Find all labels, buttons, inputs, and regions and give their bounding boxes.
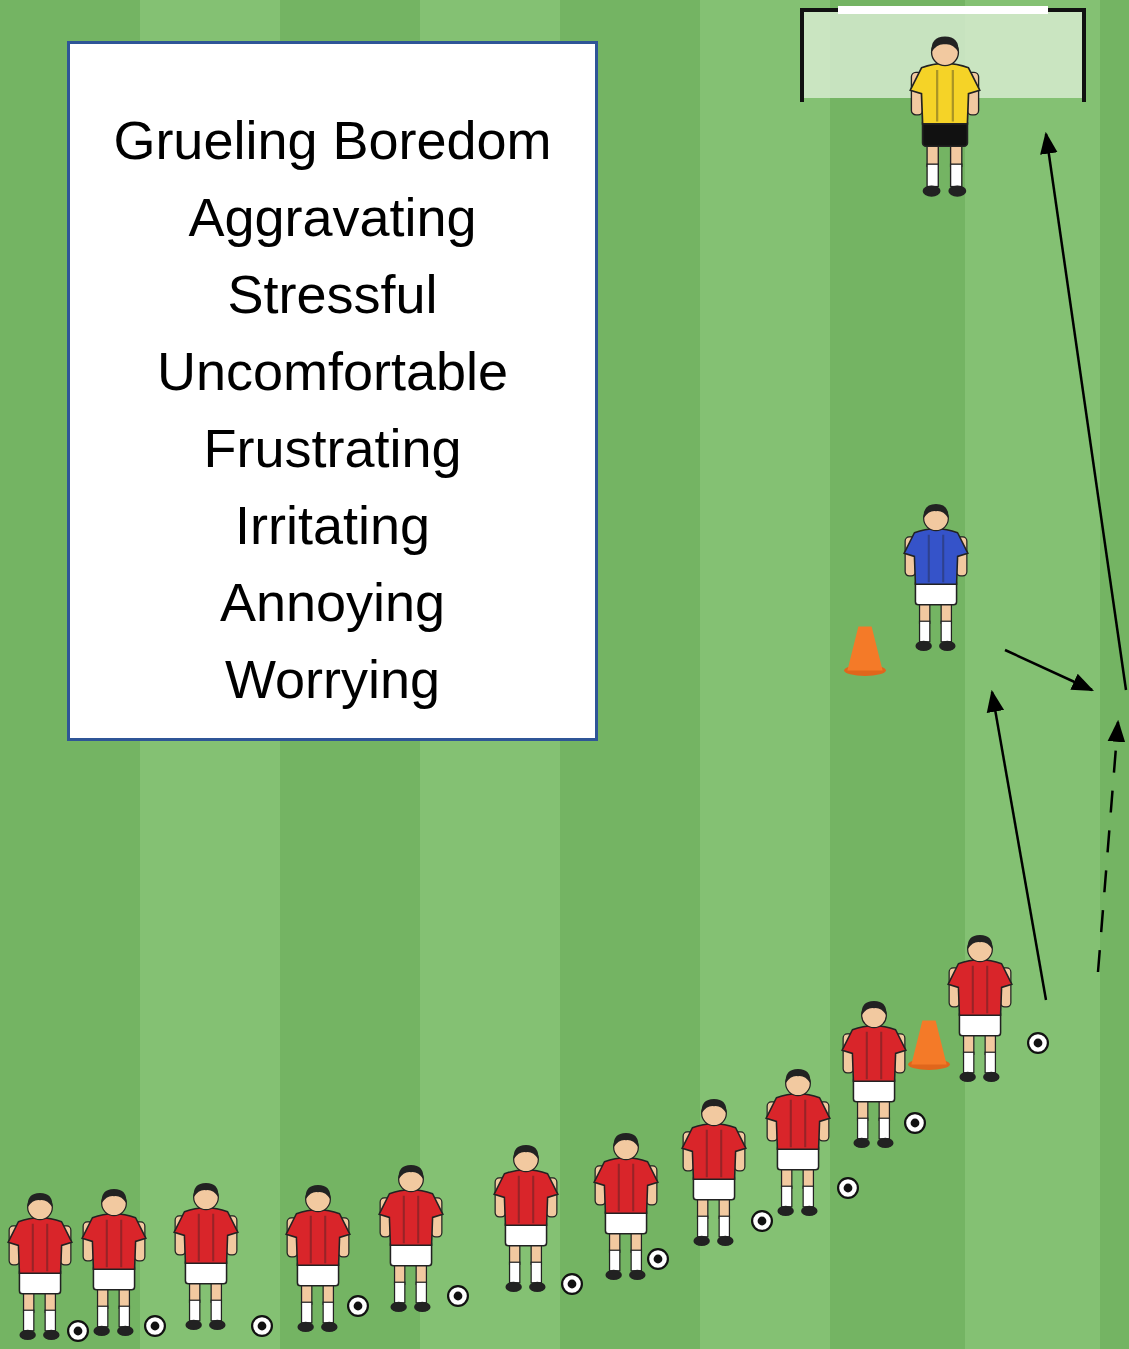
run-arrow <box>1098 722 1118 972</box>
red-player <box>682 1099 746 1246</box>
cone <box>844 626 886 676</box>
soccer-ball <box>838 1178 858 1198</box>
soccer-ball <box>348 1296 368 1316</box>
soccer-ball <box>905 1113 925 1133</box>
word-item: Aggravating <box>100 179 565 256</box>
red-player <box>174 1183 238 1330</box>
soccer-ball <box>68 1321 88 1341</box>
red-player <box>379 1165 443 1312</box>
word-item: Frustrating <box>100 410 565 487</box>
soccer-ball <box>145 1316 165 1336</box>
word-item: Annoying <box>100 564 565 641</box>
word-item: Grueling Boredom <box>100 102 565 179</box>
defender-player <box>904 504 968 651</box>
word-item: Worrying <box>100 641 565 718</box>
shot-arrow <box>1046 134 1126 690</box>
pass-arrow <box>992 692 1046 1000</box>
soccer-ball <box>752 1211 772 1231</box>
grass-stripe <box>830 0 965 1349</box>
grass-stripe <box>965 0 1100 1349</box>
soccer-ball <box>448 1286 468 1306</box>
word-item: Irritating <box>100 487 565 564</box>
goalkeeper <box>910 36 979 196</box>
word-list-box: Grueling BoredomAggravatingStressfulUnco… <box>67 41 598 741</box>
kicking-player <box>948 935 1012 1082</box>
red-player <box>82 1189 146 1336</box>
red-player <box>494 1145 558 1292</box>
red-player <box>8 1193 72 1340</box>
player-line <box>8 935 1048 1341</box>
movement-arrows <box>992 134 1126 1000</box>
red-player <box>842 1001 906 1148</box>
soccer-ball <box>648 1249 668 1269</box>
soccer-ball <box>252 1316 272 1336</box>
soccer-ball <box>1028 1033 1048 1053</box>
word-item: Stressful <box>100 256 565 333</box>
soccer-ball <box>562 1274 582 1294</box>
cone <box>908 1020 950 1070</box>
goal-crossbar <box>838 6 1048 14</box>
pass-arrow <box>1005 650 1092 690</box>
word-item: Uncomfortable <box>100 333 565 410</box>
red-player <box>286 1185 350 1332</box>
red-player <box>766 1069 830 1216</box>
